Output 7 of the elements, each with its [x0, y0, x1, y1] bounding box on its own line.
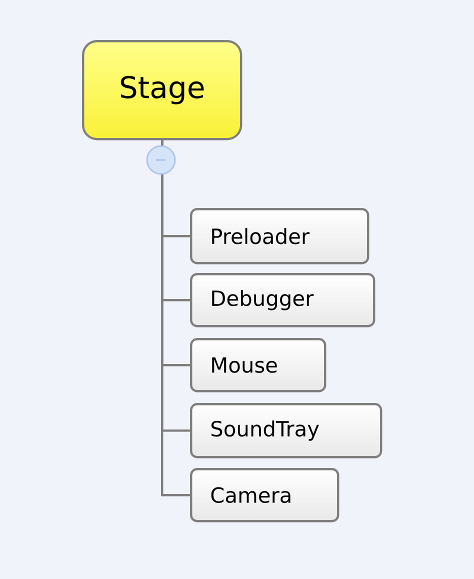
- subtopic-box: SoundTray: [190, 403, 382, 458]
- subtopic-box: Debugger: [190, 273, 376, 328]
- subtopic-box: Mouse: [190, 338, 326, 392]
- central-topic-box: Stage: [82, 40, 242, 140]
- connector: [161, 140, 190, 496]
- subtopic-box: Preloader: [190, 208, 370, 264]
- subtopic-box: Camera: [190, 468, 340, 522]
